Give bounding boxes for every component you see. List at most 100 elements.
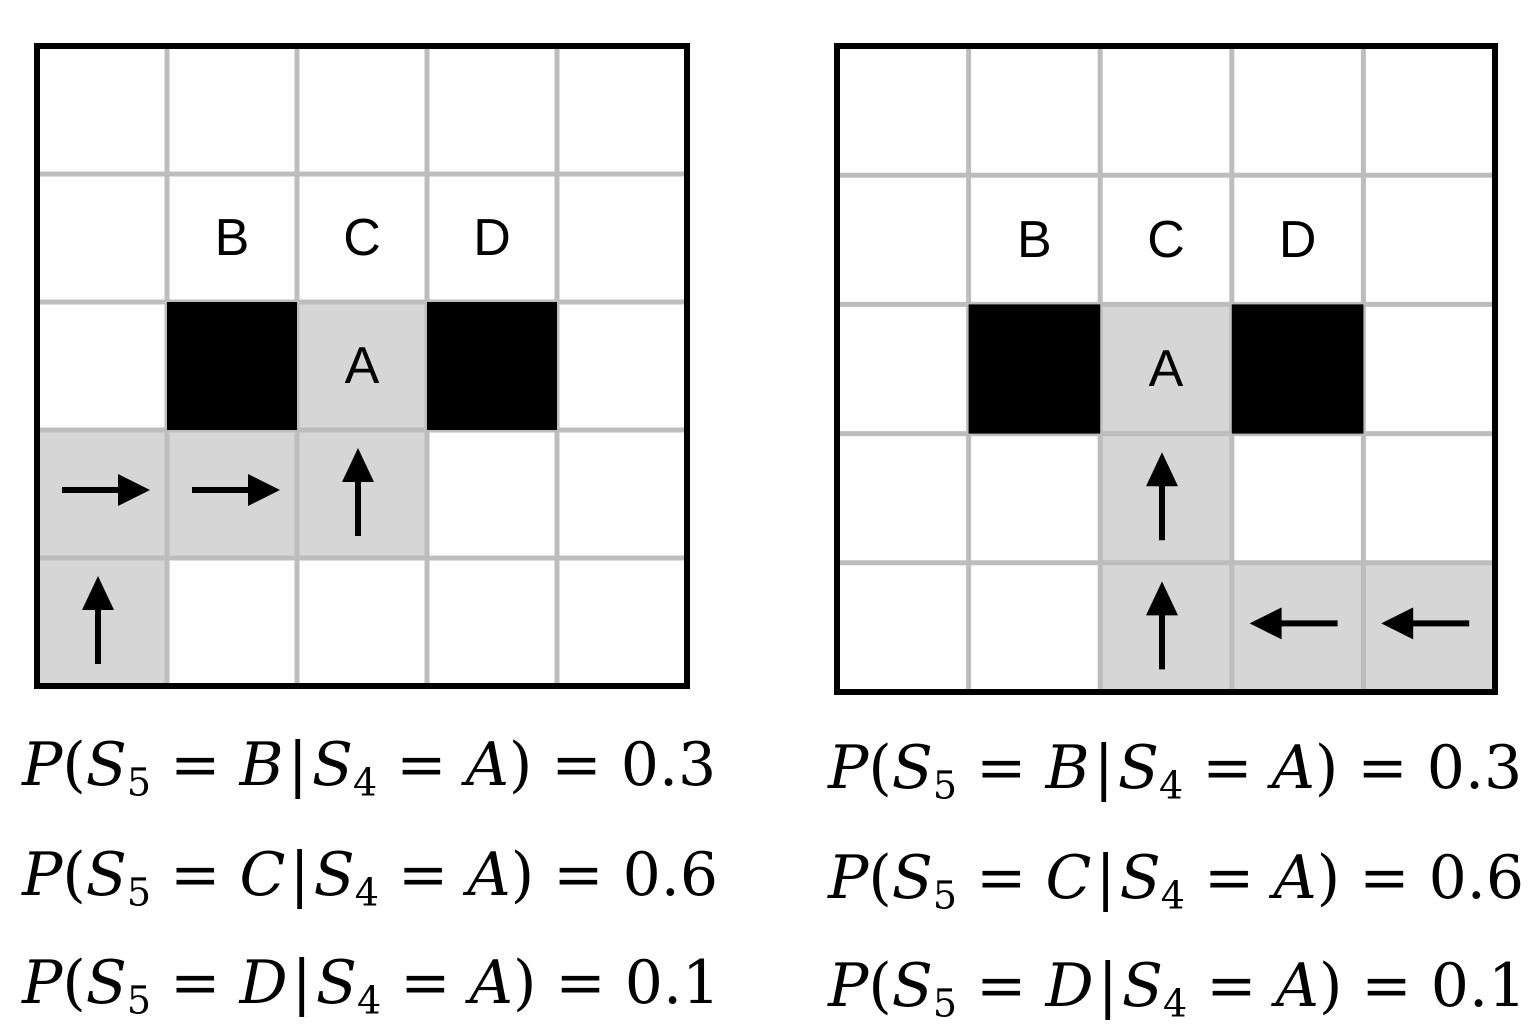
state-symbol: S: [891, 733, 933, 803]
arrow-head: [342, 448, 374, 482]
path-cell: [1363, 562, 1495, 692]
equals-sign: =: [551, 730, 602, 800]
given-bar: |: [1093, 733, 1114, 803]
equals-sign: =: [400, 948, 451, 1018]
arrow-head: [1146, 452, 1178, 487]
prob-symbol: P: [22, 840, 63, 910]
arrow-left-icon: [1381, 607, 1470, 640]
equals-sign: =: [553, 840, 604, 910]
arrow-right-icon: [192, 474, 280, 506]
state-symbol: S: [1119, 843, 1161, 913]
probability-value: 0.3: [620, 730, 717, 800]
right-equation-1: P(S5 = B|S4 = A) = 0.3: [828, 733, 1523, 808]
equals-sign: =: [170, 840, 221, 910]
path-cell: [167, 430, 297, 558]
equals-sign: =: [396, 730, 447, 800]
prob-symbol: P: [22, 730, 63, 800]
left-grid: B C D A: [34, 43, 690, 689]
target-state: B: [239, 730, 284, 800]
state-symbol: S: [891, 843, 933, 913]
state-symbol: S: [313, 840, 355, 910]
left-equation-2: P(S5 = C|S4 = A) = 0.6: [22, 840, 719, 915]
probability-value: 0.6: [622, 840, 719, 910]
wall-cell: [968, 304, 1101, 434]
time-subscript: 5: [932, 981, 958, 1026]
path-cell: [37, 558, 167, 686]
equals-sign: =: [398, 840, 449, 910]
given-bar: |: [287, 730, 308, 800]
arrow-head: [82, 576, 114, 610]
grid-border: [834, 43, 1498, 695]
given-bar: |: [291, 948, 312, 1018]
arrow-head: [1249, 607, 1282, 640]
time-subscript: 4: [1160, 873, 1185, 918]
probability-value: 0.3: [1426, 733, 1523, 803]
target-state: D: [239, 948, 288, 1018]
path-cell: [37, 430, 167, 558]
equals-sign: =: [1361, 951, 1412, 1021]
path-cell: [1100, 562, 1232, 692]
arrow-left-icon: [1249, 607, 1338, 640]
state-symbol: S: [311, 730, 353, 800]
time-subscript: 4: [354, 870, 379, 915]
time-subscript: 4: [1162, 981, 1188, 1026]
time-subscript: 5: [126, 870, 152, 915]
target-state: C: [239, 840, 286, 910]
probability-value: 0.1: [1430, 951, 1527, 1021]
equals-sign: =: [1204, 843, 1255, 913]
state-label-d: D: [473, 209, 511, 267]
state-symbol: S: [85, 840, 127, 910]
given-state: A: [467, 840, 511, 910]
state-symbol: S: [1121, 951, 1163, 1021]
state-label-c: C: [343, 209, 381, 267]
equals-sign: =: [1202, 733, 1253, 803]
equals-sign: =: [555, 948, 606, 1018]
wall-cell: [1231, 304, 1364, 434]
equals-sign: =: [976, 951, 1027, 1021]
state-symbol: S: [85, 730, 127, 800]
state-label-b: B: [215, 209, 250, 267]
path-cell: [1231, 562, 1364, 692]
time-subscript: 4: [356, 978, 382, 1023]
equals-sign: =: [1357, 733, 1408, 803]
given-state: A: [469, 948, 513, 1018]
probability-value: 0.6: [1428, 843, 1525, 913]
grid-border: [34, 43, 690, 689]
given-state: A: [1273, 843, 1317, 913]
given-bar: |: [1097, 951, 1118, 1021]
left-equation-3: P(S5 = D|S4 = A) = 0.1: [22, 948, 721, 1023]
state-symbol: S: [1117, 733, 1159, 803]
arrow-up-icon: [82, 576, 114, 664]
given-state: A: [465, 730, 509, 800]
path-cell: [297, 430, 427, 558]
state-symbol: S: [891, 951, 933, 1021]
given-bar: |: [1095, 843, 1116, 913]
path-cell: [1100, 304, 1232, 434]
equals-sign: =: [170, 730, 221, 800]
wall-cell: [167, 302, 297, 430]
arrow-head: [118, 474, 150, 506]
probability-value: 0.1: [624, 948, 721, 1018]
given-bar: |: [289, 840, 310, 910]
wall-cell: [427, 302, 557, 430]
path-cell: [297, 302, 427, 430]
arrow-up-icon: [342, 448, 374, 536]
state-label-d: D: [1279, 211, 1317, 269]
time-subscript: 5: [932, 763, 958, 808]
right-equation-2: P(S5 = C|S4 = A) = 0.6: [828, 843, 1525, 918]
arrow-up-icon: [1146, 581, 1178, 670]
path-cell: [1100, 433, 1232, 563]
given-state: A: [1271, 733, 1315, 803]
state-label-a: A: [345, 337, 380, 395]
arrow-head: [1381, 607, 1414, 640]
state-symbol: S: [85, 948, 127, 1018]
prob-symbol: P: [828, 843, 869, 913]
time-subscript: 4: [352, 760, 378, 805]
time-subscript: 5: [932, 873, 958, 918]
arrow-head: [1146, 581, 1178, 616]
equals-sign: =: [976, 843, 1027, 913]
time-subscript: 4: [1158, 763, 1184, 808]
equals-sign: =: [1206, 951, 1257, 1021]
target-state: D: [1045, 951, 1094, 1021]
